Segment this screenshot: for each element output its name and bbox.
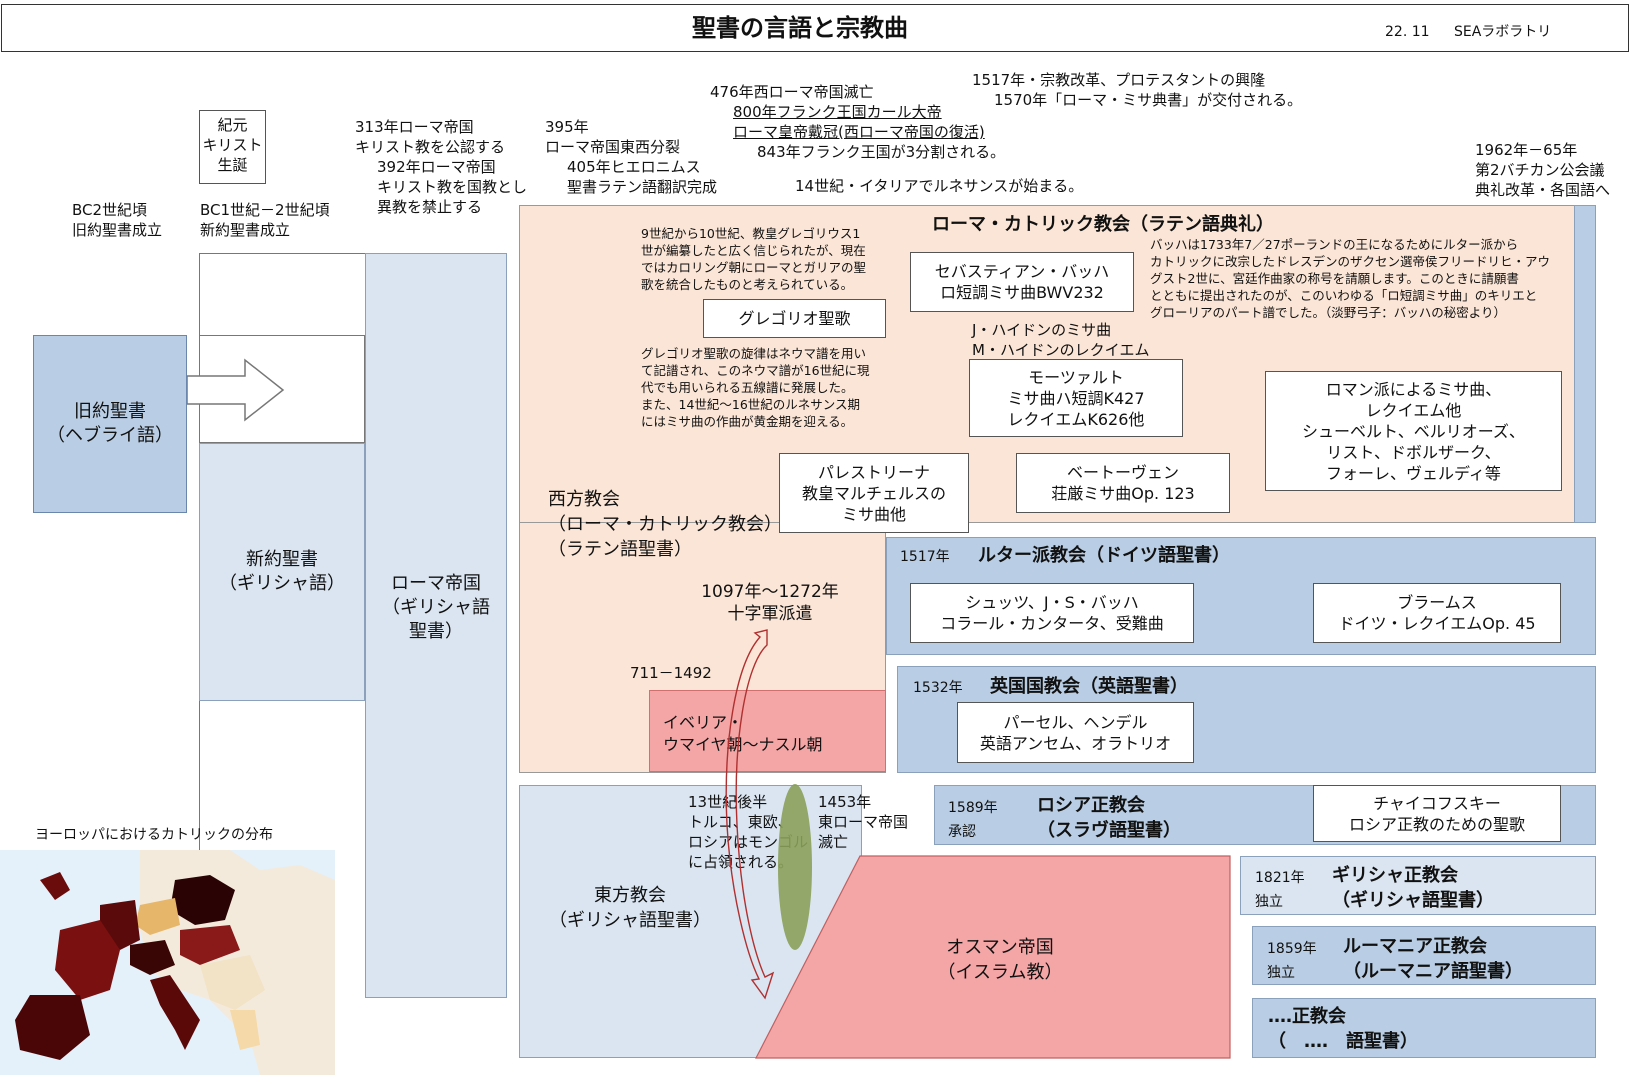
lutheran-title: ルター派教会（ドイツ語聖書）	[978, 545, 1230, 566]
mongol-ellipse	[778, 784, 812, 950]
tchaikovsky-box: チャイコフスキー ロシア正教のための聖歌	[1313, 785, 1561, 842]
other-orthodox-region	[1252, 998, 1596, 1058]
purcell-box: パーセル、ヘンデル 英語アンセム、オラトリオ	[957, 702, 1194, 763]
bach-note: バッハは1733年7／27ポーランドの王になるためにルター派から カトリックに改…	[1150, 237, 1551, 320]
haydn-note: J・ハイドンのミサ曲 M・ハイドンのレクイエム	[972, 321, 1150, 359]
t1570-note: 1570年「ローマ・ミサ典書」が交付される。	[994, 91, 1303, 109]
romanian-year: 1859年 独立	[1267, 941, 1317, 981]
old-testament-box: 旧約聖書 （ヘブライ語）	[33, 335, 187, 513]
greek-year: 1821年 独立	[1255, 870, 1305, 910]
palestrina-box: パレストリーナ 教皇マルチェルスの ミサ曲他	[779, 453, 969, 533]
header-date: 22. 11	[1385, 24, 1430, 40]
anglican-title: 英国国教会（英語聖書）	[990, 676, 1188, 697]
transition-arrow-icon	[187, 358, 285, 422]
greek-region	[1240, 856, 1596, 915]
eastern-church-label: 東方教会 （ギリシャ語聖書）	[549, 885, 711, 931]
old-testament-label: 旧約聖書 （ヘブライ語）	[47, 401, 173, 446]
mozart-label: モーツァルト ミサ曲ハ短調K427 レクイエムK626他	[1007, 367, 1145, 429]
bc1-note: BC1世紀－2世紀頃 新約聖書成立	[200, 201, 330, 239]
romantic-box: ロマン派によるミサ曲、 レクイエム他 シューベルト、ベルリオーズ、 リスト、ドボ…	[1265, 371, 1562, 491]
schutz-box: シュッツ、J・S・バッハ コラール・カンタータ、受難曲	[910, 583, 1194, 643]
crusade-note: 1097年～1272年 十字軍派遣	[701, 582, 839, 624]
europe-catholic-map	[0, 850, 335, 1075]
t392-note: 392年ローマ帝国 キリスト教を国教とし 異教を禁止する	[377, 158, 528, 216]
birth-note: 紀元 キリスト 生誕	[202, 116, 263, 174]
mongol-note: 13世紀後半 トルコ、東欧、 ロシアはモンゴル に占領される。	[688, 793, 809, 871]
new-testament-box: 新約聖書 （ギリシャ語）	[199, 443, 365, 701]
page-title: 聖書の言語と宗教曲	[692, 14, 908, 42]
bc2-note: BC2世紀頃 旧約聖書成立	[72, 201, 163, 239]
russian-title: ロシア正教会 （スラヴ語聖書）	[1037, 795, 1181, 841]
brahms-label: ブラームス ドイツ・レクイエムOp. 45	[1338, 593, 1536, 633]
roman-empire-box	[365, 253, 507, 998]
russian-year: 1589年 承認	[948, 800, 998, 840]
t1517-note: 1517年・宗教改革、プロテスタントの興隆	[972, 71, 1266, 89]
western-church-label: 西方教会 （ローマ・カトリック教会） （ラテン語聖書）	[548, 489, 782, 560]
ottoman-label: オスマン帝国 （イスラム教）	[937, 937, 1063, 983]
catholic-title: ローマ・カトリック教会（ラテン語典礼）	[932, 214, 1274, 235]
mozart-box: モーツァルト ミサ曲ハ短調K427 レクイエムK626他	[969, 359, 1183, 437]
beethoven-label: ベートーヴェン 荘厳ミサ曲Op. 123	[1051, 463, 1195, 503]
t1962-note: 1962年－65年 第2バチカン公会議 典礼改革・各国語へ	[1475, 141, 1611, 199]
header-org: SEAラボラトリ	[1454, 24, 1552, 40]
t395-note: 395年 ローマ帝国東西分裂	[545, 118, 681, 156]
romanian-region	[1252, 926, 1596, 985]
gregorian-chant-label: グレゴリオ聖歌	[738, 309, 851, 328]
bach-mass-box: セバスティアン・バッハ ロ短調ミサ曲BWV232	[910, 252, 1134, 312]
t800b-note: ローマ皇帝戴冠(西ローマ帝国の復活)	[733, 123, 985, 141]
map-caption: ヨーロッパにおけるカトリックの分布	[35, 827, 273, 843]
anglican-year: 1532年	[913, 680, 963, 696]
romantic-label: ロマン派によるミサ曲、 レクイエム他 シューベルト、ベルリオーズ、 リスト、ドボ…	[1302, 379, 1525, 483]
roman-empire-label: ローマ帝国 （ギリシャ語 聖書）	[382, 573, 490, 642]
ottoman-shape	[755, 855, 1231, 1059]
tchaikovsky-label: チャイコフスキー ロシア正教のための聖歌	[1348, 793, 1525, 834]
schutz-label: シュッツ、J・S・バッハ コラール・カンタータ、受難曲	[940, 593, 1164, 633]
iberia-label: イベリア・ ウマイヤ朝～ナスル朝	[663, 713, 823, 754]
beethoven-box: ベートーヴェン 荘厳ミサ曲Op. 123	[1016, 453, 1230, 513]
fall-note: 1453年 東ローマ帝国 滅亡	[818, 793, 909, 851]
new-testament-label: 新約聖書 （ギリシャ語）	[219, 549, 345, 594]
t405-note: 405年ヒエロニムス 聖書ラテン語翻訳完成	[567, 158, 718, 196]
lutheran-year: 1517年	[900, 549, 950, 565]
gregorian-chant-box: グレゴリオ聖歌	[703, 299, 886, 338]
purcell-label: パーセル、ヘンデル 英語アンセム、オラトリオ	[979, 712, 1172, 753]
crusade-arrow-icon	[725, 629, 775, 1000]
t843-note: 843年フランク王国が3分割される。	[757, 143, 1006, 161]
iberia-years: 711－1492	[630, 664, 712, 682]
bach-mass-label: セバスティアン・バッハ ロ短調ミサ曲BWV232	[934, 262, 1110, 302]
palestrina-label: パレストリーナ 教皇マルチェルスの ミサ曲他	[801, 462, 946, 524]
catholic-right-strip	[1574, 205, 1596, 523]
t313-note: 313年ローマ帝国 キリスト教を公認する	[355, 118, 506, 156]
t14c-note: 14世紀・イタリアでルネサンスが始まる。	[795, 177, 1084, 195]
birth-box	[199, 110, 266, 184]
iberia-box	[649, 690, 886, 772]
gregory-note: 9世紀から10世紀、教皇グレゴリウス1 世が編纂したと広く信じられたが、現在 で…	[641, 226, 867, 292]
other-orthodox-title: ‥‥正教会 （ ‥‥ 語聖書）	[1268, 1006, 1419, 1052]
t800a-note: 800年フランク王国カール大帝	[733, 103, 942, 121]
neuma-note: グレゴリオ聖歌の旋律はネウマ譜を用い て記譜され、このネウマ譜が16世紀に現 代…	[641, 346, 870, 429]
brahms-box: ブラームス ドイツ・レクイエムOp. 45	[1313, 583, 1561, 643]
t476-note: 476年西ローマ帝国滅亡	[710, 83, 874, 101]
header-bar	[1, 4, 1629, 52]
greek-title: ギリシャ正教会 （ギリシャ語聖書）	[1332, 865, 1494, 911]
romanian-title: ルーマニア正教会 （ルーマニア語聖書）	[1343, 936, 1523, 982]
